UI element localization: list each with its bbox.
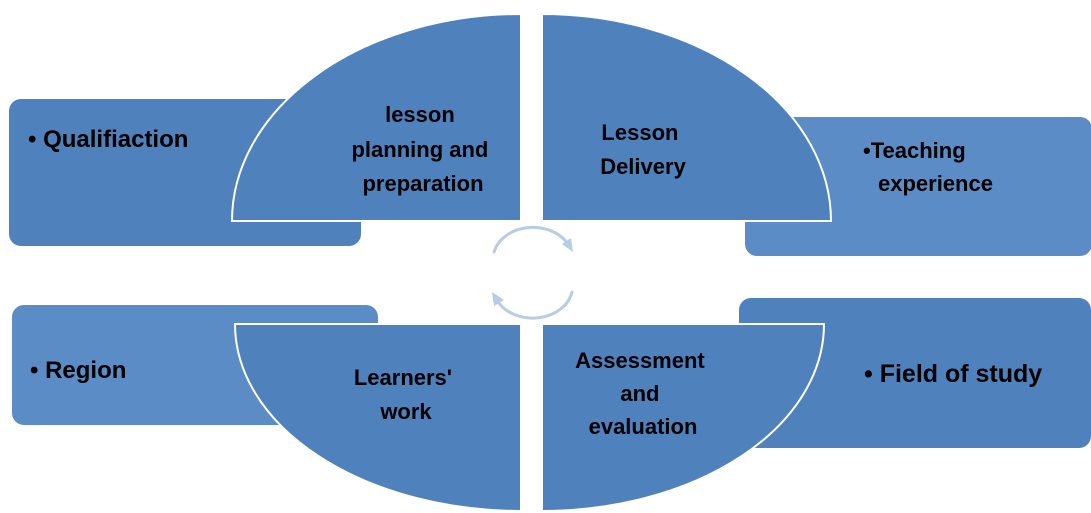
quadrant-label-top-left-line: preparation — [362, 171, 483, 196]
corner-label-top-left-line: • Qualifiaction — [28, 126, 188, 153]
quadrant-top-left — [230, 12, 522, 222]
quadrant-label-top-left: lesson planning and preparation — [351, 102, 494, 196]
corner-label-top-left: • Qualifiaction — [28, 126, 188, 153]
quadrant-label-bottom-right-line: and — [620, 381, 659, 406]
quadrant-bottom-left — [233, 323, 522, 513]
cycle-arrows-icon — [492, 225, 574, 320]
corner-label-bottom-right-line: • Field of study — [864, 360, 1042, 388]
corner-label-top-right-line: •Teaching — [863, 138, 966, 163]
corner-label-bottom-left-line: • Region — [30, 357, 126, 384]
quadrant-label-bottom-right-line: Assessment — [575, 348, 705, 373]
corner-box-bottom-right — [739, 298, 1091, 448]
quadrant-bottom-right — [541, 323, 826, 513]
quadrant-label-top-right-line: Delivery — [600, 154, 686, 179]
quadrant-label-bottom-left: Learners' work — [354, 365, 458, 424]
quadrant-label-bottom-right: Assessment and evaluation — [575, 348, 711, 439]
quadrant-label-top-left-line: planning and — [351, 137, 488, 162]
corner-label-top-right-line: experience — [878, 171, 993, 196]
quadrant-label-top-right-line: Lesson — [601, 120, 678, 145]
quadrant-label-bottom-left-line: work — [379, 399, 432, 424]
quadrant-label-bottom-left-line: Learners' — [354, 365, 452, 390]
quadrant-label-top-right: Lesson Delivery — [600, 120, 686, 179]
corner-label-top-right: •Teaching experience — [863, 138, 993, 196]
corner-label-bottom-left: • Region — [30, 357, 126, 384]
quadrant-label-bottom-right-line: evaluation — [589, 414, 698, 439]
quadrant-top-right — [541, 12, 833, 222]
quadrant-label-top-left-line: lesson — [385, 102, 455, 127]
corner-label-bottom-right: • Field of study — [864, 360, 1042, 388]
